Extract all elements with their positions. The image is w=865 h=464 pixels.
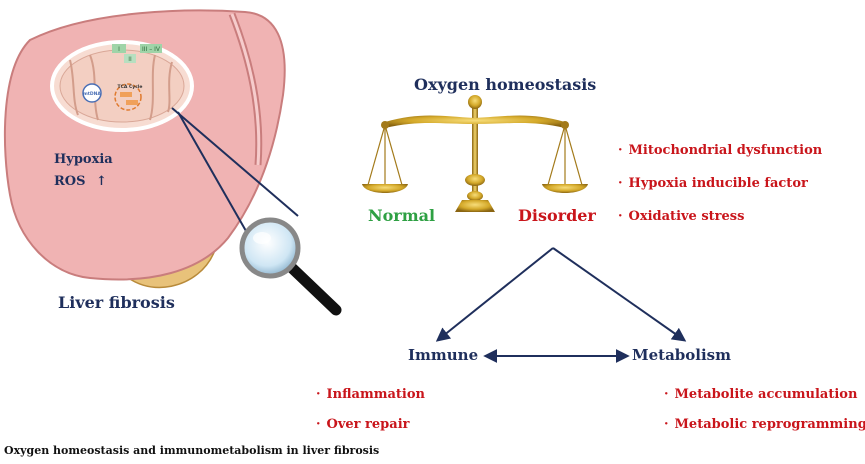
list-item: ·Oxidative stress [618,209,745,224]
disorder-causes-list: ·Mitochondrial dysfunction ·Hypoxia indu… [618,134,822,233]
list-item: ·Metabolite accumulation [664,387,858,402]
mtdna-ring [82,83,102,103]
ros-text: ROS [54,174,86,189]
hypoxia-label: Hypoxia [54,152,113,167]
complex-i-label: I [118,46,120,53]
complex-i-block [112,44,126,53]
ros-up-arrow-icon: ↑ [96,174,107,189]
zoom-line-left [177,111,251,239]
arrow-disorder-to-metabolism [552,247,687,342]
metabolism-label: Metabolism [632,346,732,364]
normal-label: Normal [368,206,436,225]
magnifier-handle [286,262,342,316]
list-item: ·Metabolic reprogramming [664,417,865,432]
immune-label: Immune [408,346,479,364]
immune-items-list: ·Inflammation ·Over repair [316,380,425,440]
complex-ii-block [124,54,136,63]
tca-label: TCA Cycle [118,84,143,90]
list-item: ·Inflammation [316,387,425,402]
complex-ii-label: II [128,56,132,63]
complex-iii-iv-label: III – IV [142,46,161,53]
oxygen-homeostasis-title: Oxygen homeostasis [414,75,597,94]
list-item: ·Mitochondrial dysfunction [618,143,823,158]
complex-iii-iv-block [140,44,162,53]
list-item: ·Hypoxia inducible factor [618,176,808,191]
disorder-label: Disorder [518,206,596,225]
mtdna-label: mtDNA [83,91,101,97]
magnifier-rim [239,217,301,279]
liver-fibrosis-caption: Liver fibrosis [58,293,175,312]
zoom-line-right [171,107,299,217]
figure-caption: Oxygen homeostasis and immunometabolism … [4,444,380,457]
metabolism-items-list: ·Metabolite accumulation ·Metabolic repr… [664,380,865,440]
balance-scale [362,95,588,212]
list-item: ·Over repair [316,417,410,432]
arrow-disorder-to-immune [435,247,554,342]
ros-label: ROS ↑ [54,174,107,189]
tca-cycle-circle [114,83,142,111]
